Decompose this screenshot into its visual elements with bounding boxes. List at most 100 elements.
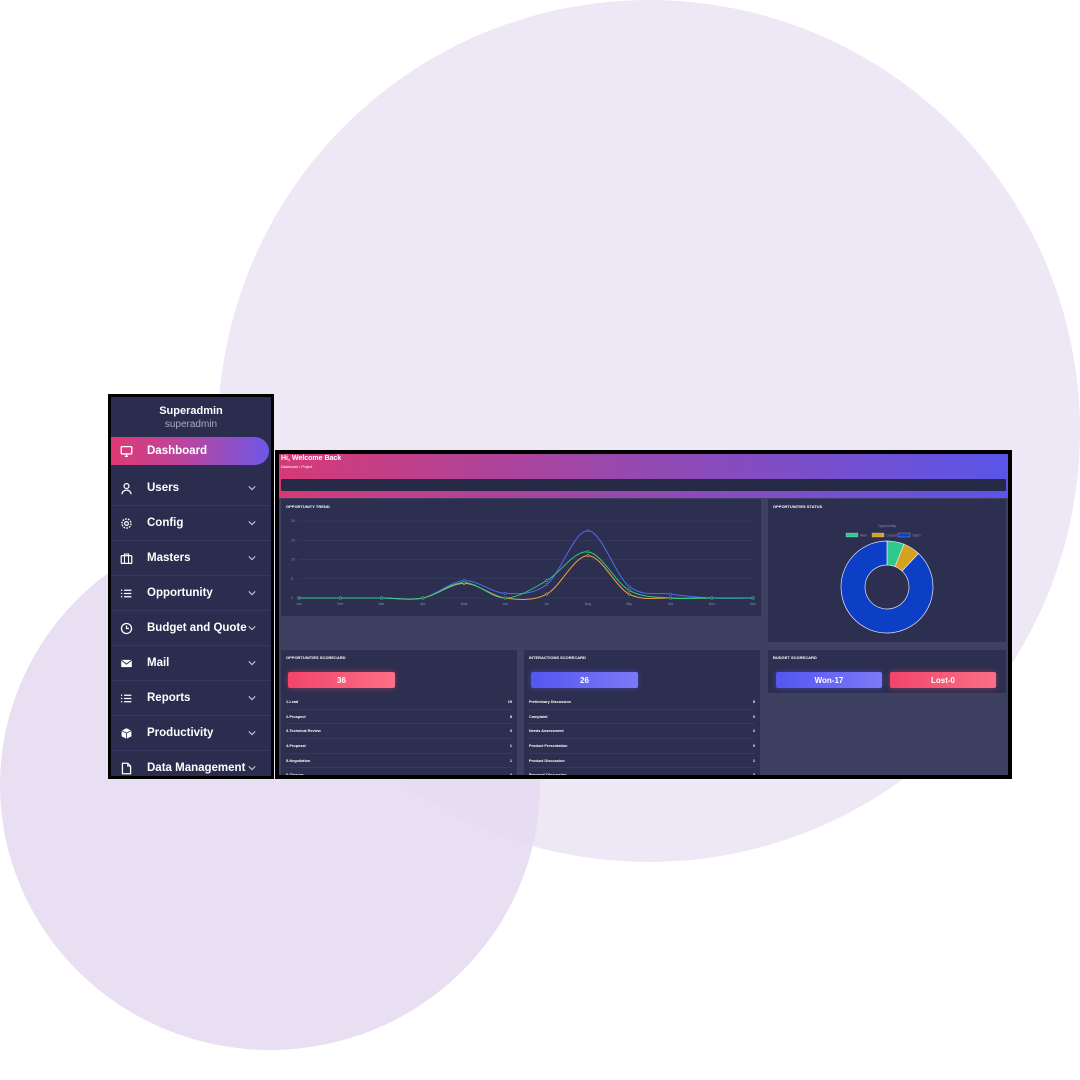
data-point [545, 579, 549, 583]
row-label: Product Presentation [529, 743, 568, 748]
sidebar-item-masters[interactable]: Masters [111, 541, 271, 576]
dashboard: Hi, Welcome Back Dashboard • Project OPP… [279, 454, 1008, 775]
data-point [462, 581, 466, 585]
sidebar-item-label: Mail [147, 657, 170, 669]
y-tick-label: 0 [291, 596, 293, 600]
data-point [421, 596, 425, 600]
row-label: Complaint [529, 714, 548, 719]
interactions-scorecard-card: INTERACTIONS SCORECARD 26 Preliminary Di… [524, 650, 760, 775]
sidebar-item-label: Masters [147, 552, 191, 564]
card-title: OPPORTUNITY TREND [286, 504, 330, 509]
row-label: Needs Assessment [529, 729, 564, 734]
row-value: 19 [507, 699, 512, 704]
scorecard-row: Product Presentation 0 [529, 739, 755, 754]
x-tick-label: Nov [709, 602, 715, 606]
sidebar-item-opportunity[interactable]: Opportunity [111, 576, 271, 611]
sidebar-item-productivity[interactable]: Productivity [111, 716, 271, 751]
breadcrumb-project[interactable]: Project [301, 465, 313, 469]
user-role: superadmin [164, 419, 218, 430]
card-title: OPPORTUNITIES SCORECARD [286, 655, 346, 660]
chevron-down-icon[interactable] [247, 763, 257, 773]
row-label: 3-Technical Review [286, 729, 321, 734]
list-icon [119, 586, 133, 600]
box-icon [119, 726, 133, 740]
sidebar-item-users[interactable]: Users [111, 471, 271, 506]
sidebar-item-mail[interactable]: Mail [111, 646, 271, 681]
sidebar-item-dashboard[interactable]: Dashboard [111, 437, 269, 465]
data-point [710, 596, 714, 600]
scorecard-row: 1-Lead 19 [286, 695, 512, 710]
legend-swatch [871, 532, 885, 538]
breadcrumb-dashboard[interactable]: Dashboard [281, 465, 299, 469]
scorecard-row: 6-Closure4 [286, 768, 512, 775]
scorecard-row: Complaint 0 [529, 710, 755, 725]
row-label: 4-Proposal [286, 743, 306, 748]
chevron-down-icon[interactable] [247, 588, 257, 598]
chevron-down-icon[interactable] [247, 518, 257, 528]
x-tick-label: Jul [544, 602, 549, 606]
data-point [586, 554, 590, 558]
x-tick-label: Mar [379, 602, 386, 606]
lost-badge[interactable]: Lost-0 [890, 672, 996, 688]
chevron-down-icon[interactable] [247, 553, 257, 563]
clock-icon [119, 621, 133, 635]
legend-swatch [845, 532, 859, 538]
user-profile: Superadmin superadmin [111, 397, 271, 437]
data-point [668, 596, 672, 600]
gear-icon [119, 516, 133, 530]
chevron-down-icon[interactable] [247, 623, 257, 633]
data-point [627, 588, 631, 592]
sidebar-item-label: Opportunity [147, 587, 213, 599]
row-label: 2-Prospect [286, 714, 306, 719]
y-tick-label: 10 [291, 558, 295, 562]
chevron-down-icon[interactable] [247, 658, 257, 668]
data-point [627, 592, 631, 596]
monitor-icon [119, 444, 133, 458]
series-line-2 [298, 551, 753, 600]
page-title: Hi, Welcome Back [281, 455, 342, 462]
row-value: 0 [752, 714, 755, 719]
x-tick-label: May [461, 602, 468, 606]
row-label: 5-Negotiation [286, 758, 311, 763]
legend-label: Won [860, 534, 867, 538]
chevron-down-icon[interactable] [247, 728, 257, 738]
row-value: 5 [752, 699, 755, 704]
data-point [503, 596, 507, 600]
card-title: INTERACTIONS SCORECARD [529, 655, 586, 660]
chevron-down-icon[interactable] [247, 693, 257, 703]
pie-slice-2 [840, 540, 934, 634]
row-label: 1-Lead [286, 699, 299, 704]
file-icon [119, 761, 133, 775]
y-tick-label: 15 [291, 538, 295, 542]
x-tick-label: Sep [626, 602, 632, 606]
row-value: 0 [752, 743, 755, 748]
sidebar-item-label: Budget and Quote [147, 622, 247, 634]
sidebar-item-label: Data Management [147, 762, 246, 774]
won-badge[interactable]: Won-17 [776, 672, 882, 688]
legend-label: Open [912, 534, 921, 538]
breadcrumb-separator: • [299, 465, 302, 469]
chevron-down-icon[interactable] [247, 483, 257, 493]
sidebar-item-reports[interactable]: Reports [111, 681, 271, 716]
budget-scorecard-card: BUDGET SCORECARD Won-17 Lost-0 [768, 650, 1006, 693]
data-point [586, 529, 590, 533]
x-tick-label: Dec [750, 602, 756, 606]
data-point [545, 592, 549, 596]
filter-bar[interactable] [281, 479, 1006, 491]
sidebar-item-config[interactable]: Config [111, 506, 271, 541]
sidebar-item-budget-and-quote[interactable]: Budget and Quote [111, 611, 271, 646]
row-label: 6-Closure [286, 773, 304, 775]
user-name: Superadmin [159, 405, 223, 417]
x-tick-label: Jun [503, 602, 509, 606]
sidebar-item-data-management[interactable]: Data Management [111, 751, 271, 776]
